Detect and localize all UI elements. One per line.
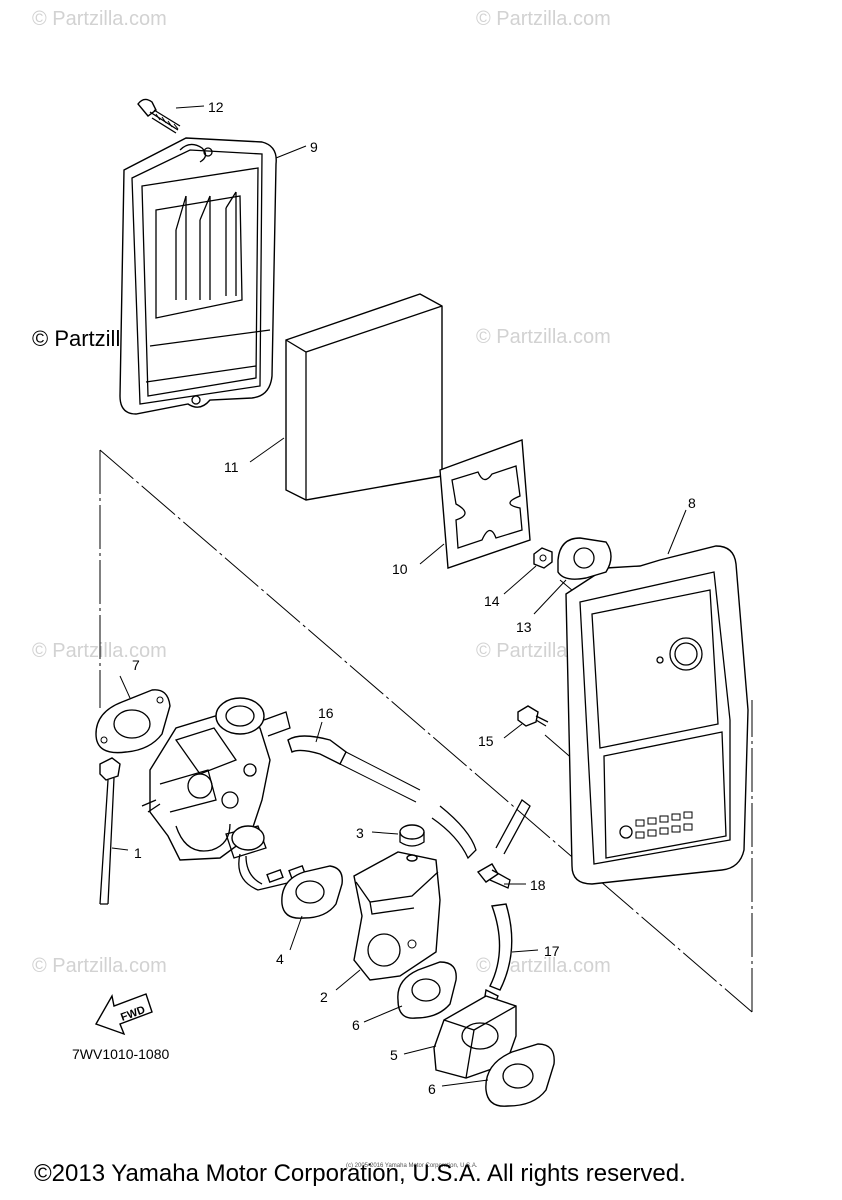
part-6-gasket-lower <box>485 1043 555 1107</box>
part-13-gasket <box>557 537 612 580</box>
fwd-arrow-icon: FWD <box>94 993 153 1036</box>
part-1-cable-tie <box>99 757 121 905</box>
callout-7: 7 <box>132 657 140 673</box>
callout-6-lower: 6 <box>428 1081 436 1097</box>
part-4-gasket <box>281 865 343 919</box>
part-10-gasket <box>439 439 531 569</box>
part-2-bracket <box>353 851 441 981</box>
part-9-air-cleaner-cover <box>119 137 277 415</box>
diagram-code: 7WV1010-1080 <box>72 1046 170 1062</box>
callout-13: 13 <box>516 619 532 635</box>
callout-2: 2 <box>320 989 328 1005</box>
part-18-fitting <box>476 799 531 889</box>
copyright-notice: ©2013 Yamaha Motor Corporation, U.S.A. A… <box>34 1160 686 1187</box>
part-16-hose <box>287 735 477 860</box>
callout-11: 11 <box>224 459 239 475</box>
callout-15: 15 <box>478 733 494 749</box>
part-7-gasket <box>95 689 171 754</box>
part-15-bolt <box>517 705 549 727</box>
part-6-gasket-upper <box>397 961 457 1019</box>
fine-print: (c) 2005-2016 Yamaha Motor Corporation, … <box>346 1163 478 1169</box>
part-5-insulator <box>433 995 517 1079</box>
callout-4: 4 <box>276 951 284 967</box>
callout-10: 10 <box>392 561 408 577</box>
callout-18: 18 <box>530 877 546 893</box>
callout-1: 1 <box>134 845 142 861</box>
watermark-mid-right: © Partzilla.com <box>476 326 611 348</box>
part-14-nut <box>533 547 553 569</box>
part-12-screw <box>137 98 181 134</box>
callout-3: 3 <box>356 825 364 841</box>
watermark-top-right: © Partzilla.com <box>476 8 611 30</box>
callout-9: 9 <box>310 139 318 155</box>
callout-16: 16 <box>318 705 334 721</box>
watermark-low-left: © Partzilla.com <box>32 955 167 977</box>
part-8-air-cleaner-case <box>565 545 749 885</box>
callout-14: 14 <box>484 593 500 609</box>
leader-lines <box>111 105 687 1087</box>
callout-5: 5 <box>390 1047 398 1063</box>
part-11-filter-element <box>285 293 443 501</box>
carburetor-assembly <box>141 697 306 891</box>
callout-17: 17 <box>544 943 560 959</box>
callout-8: 8 <box>688 495 696 511</box>
watermark-top-left: © Partzilla.com <box>32 8 167 30</box>
callout-12: 12 <box>208 99 224 115</box>
part-17-hose <box>483 903 513 1007</box>
watermark-center-left: © Partzilla.com <box>32 640 167 662</box>
callout-6-upper: 6 <box>352 1017 360 1033</box>
part-3-grommet <box>399 824 425 847</box>
